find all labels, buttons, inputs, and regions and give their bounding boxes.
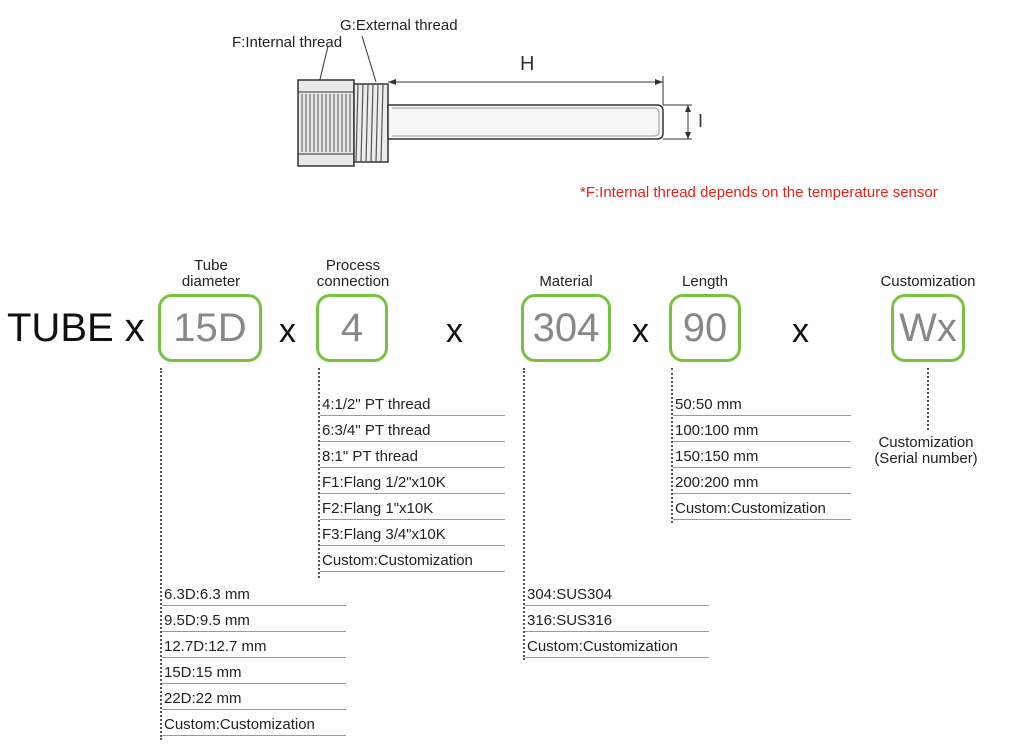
option-9-5d: 9.5D:9.5 mm: [162, 606, 346, 632]
internal-thread-label: F:Internal thread: [232, 34, 343, 51]
option-f3: F3:Flang 3/4"x10K: [320, 520, 505, 546]
tube-diameter-options: 6.3D:6.3 mm 9.5D:9.5 mm 12.7D:12.7 mm 15…: [162, 580, 346, 736]
material-label: Material: [539, 273, 593, 290]
length-options: 50:50 mm 100:100 mm 150:150 mm 200:200 m…: [673, 390, 851, 520]
material-options: 304:SUS304 316:SUS316 Custom:Customizati…: [525, 580, 709, 658]
process-connection-leader: [318, 368, 320, 578]
option-custom-length: Custom:Customization: [673, 494, 851, 520]
tube-diameter-box: 15D: [158, 294, 262, 362]
option-150: 150:150 mm: [673, 442, 851, 468]
external-thread-leader: [361, 35, 377, 83]
option-22d: 22D:22 mm: [162, 684, 346, 710]
option-f2: F2:Flang 1"x10K: [320, 494, 505, 520]
option-316: 316:SUS316: [525, 606, 709, 632]
option-custom-material: Custom:Customization: [525, 632, 709, 658]
customization-leader: [927, 368, 929, 430]
process-connection-options: 4:1/2" PT thread 6:3/4" PT thread 8:1" P…: [320, 390, 505, 572]
option-12-7d: 12.7D:12.7 mm: [162, 632, 346, 658]
length-box: 90: [669, 294, 741, 362]
option-custom-connection: Custom:Customization: [320, 546, 505, 572]
customization-box: Wx: [891, 294, 965, 362]
option-50: 50:50 mm: [673, 390, 851, 416]
code-prefix: TUBE x: [7, 306, 145, 350]
option-8: 8:1" PT thread: [320, 442, 505, 468]
option-6: 6:3/4" PT thread: [320, 416, 505, 442]
customization-note: Customization(Serial number): [874, 434, 978, 467]
separator-3: x: [632, 312, 649, 350]
option-f1: F1:Flang 1/2"x10K: [320, 468, 505, 494]
external-thread-label: G:External thread: [340, 17, 458, 34]
separator-1: x: [279, 312, 296, 350]
thread-note: *F:Internal thread depends on the temper…: [580, 184, 938, 201]
internal-thread-hatch: [301, 94, 351, 152]
separator-2: x: [446, 312, 463, 350]
h-dimension-symbol: H: [520, 53, 535, 75]
tube-diameter-leader: [160, 368, 162, 740]
tube: [387, 104, 664, 140]
option-304: 304:SUS304: [525, 580, 709, 606]
option-200: 200:200 mm: [673, 468, 851, 494]
option-100: 100:100 mm: [673, 416, 851, 442]
option-15d: 15D:15 mm: [162, 658, 346, 684]
length-label: Length: [682, 273, 728, 290]
length-leader: [671, 368, 673, 523]
option-custom-diameter: Custom:Customization: [162, 710, 346, 736]
option-6-3d: 6.3D:6.3 mm: [162, 580, 346, 606]
material-leader: [523, 368, 525, 660]
separator-4: x: [792, 312, 809, 350]
option-4: 4:1/2" PT thread: [320, 390, 505, 416]
material-box: 304: [521, 294, 611, 362]
i-dimension-symbol: I: [698, 111, 704, 131]
thermowell-drawing: [297, 35, 692, 167]
process-connection-box: 4: [316, 294, 388, 362]
customization-label: Customization: [880, 273, 976, 290]
